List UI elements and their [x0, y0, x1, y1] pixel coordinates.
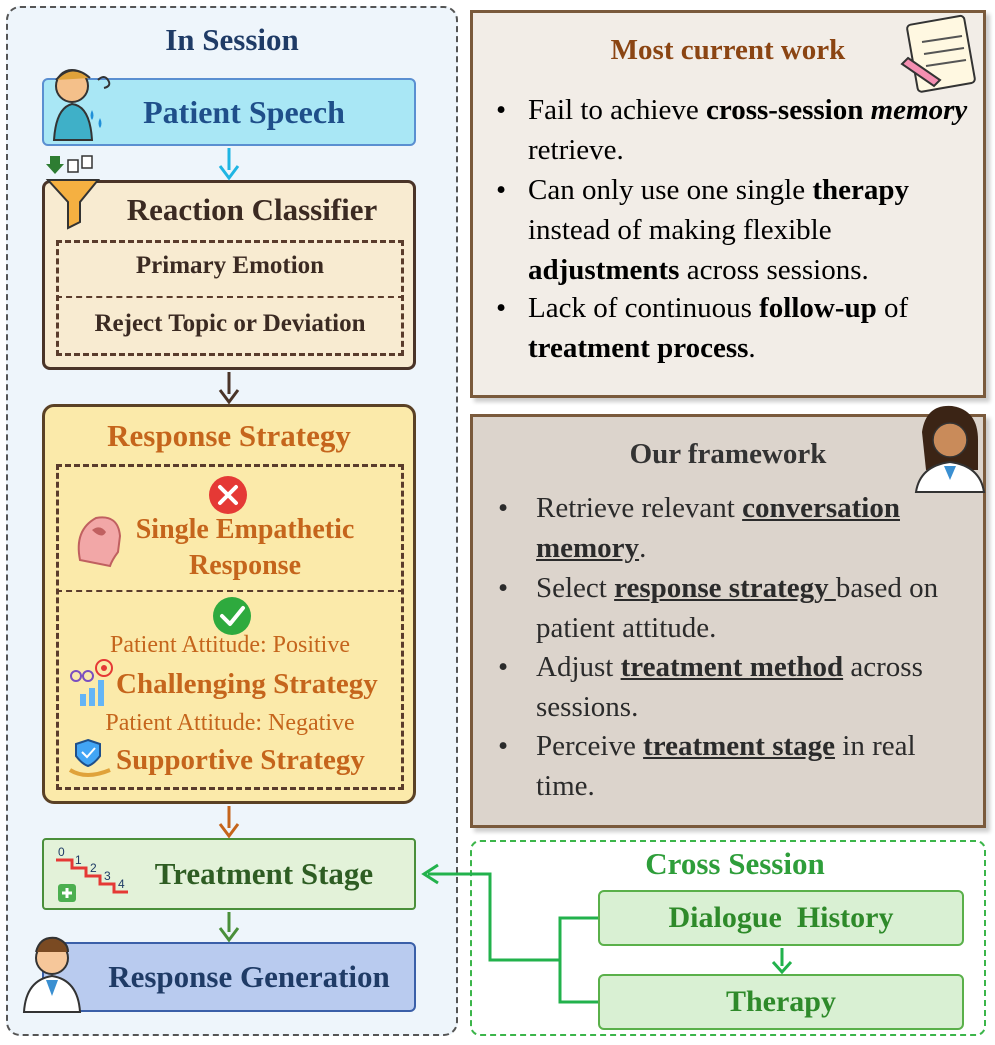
response-strategy-inner	[56, 464, 404, 790]
response-strategy-title: Response Strategy	[107, 418, 351, 453]
reaction-classifier-inner	[56, 240, 404, 356]
shield-hand-icon	[68, 738, 111, 777]
current-work-bullet-3: • Lack of continuous follow-up of treatm…	[496, 292, 909, 364]
treatment-stage-node: Treatment Stage	[42, 838, 416, 910]
reject-x-icon	[209, 476, 247, 514]
our-framework-panel	[470, 414, 986, 828]
supportive-strategy-label: Supportive Strategy	[116, 744, 365, 776]
empathy-head-icon	[77, 516, 122, 568]
therapy-node: Therapy	[598, 974, 964, 1030]
growth-chart-icon	[70, 659, 113, 706]
primary-emotion-label: Primary Emotion	[135, 252, 325, 279]
reaction-classifier-title: Reaction Classifier	[126, 192, 378, 227]
current-work-bullet-1: • Fail to achieve cross-session memory r…	[496, 94, 968, 166]
svg-text:0: 0	[58, 845, 65, 859]
arrow-treatment-to-generation	[218, 912, 240, 943]
most-current-work-panel	[470, 10, 986, 398]
filter-funnel-icon	[45, 155, 101, 230]
framework-bullet-3: • Adjust treatment method across session…	[498, 651, 923, 723]
stairs-steps-icon: 0 1 2 3 4	[56, 845, 128, 902]
svg-text:1: 1	[75, 853, 82, 867]
current-work-bullet-2: • Can only use one single therapy instea…	[496, 174, 909, 286]
cross-session-title: Cross Session	[645, 846, 825, 881]
cross-session-connector	[421, 863, 598, 1004]
reaction-divider	[56, 296, 404, 298]
single-empathetic-label: Single Empathetic Response	[120, 512, 370, 584]
arrow-speech-to-classifier	[218, 148, 240, 181]
strategy-divider	[56, 590, 404, 592]
single-empathetic-line2: Response	[188, 550, 301, 581]
single-empathetic-line1: Single Empathetic	[135, 514, 355, 545]
attitude-negative-label: Patient Attitude: Negative	[105, 710, 355, 736]
arrow-strategy-to-treatment	[218, 806, 240, 839]
our-framework-title: Our framework	[629, 438, 827, 470]
svg-text:3: 3	[104, 869, 111, 883]
most-current-work-title: Most current work	[610, 34, 846, 66]
patient-speech-node: Patient Speech	[42, 78, 416, 146]
arrow-classifier-to-strategy	[218, 372, 240, 405]
reject-topic-label: Reject Topic or Deviation	[94, 310, 366, 337]
attitude-positive-label: Patient Attitude: Positive	[110, 632, 350, 658]
dialogue-history-node: Dialogue History	[598, 890, 964, 946]
svg-text:4: 4	[118, 877, 125, 891]
in-session-title: In Session	[165, 22, 299, 57]
check-icon	[213, 597, 251, 635]
patient-stressed-icon	[52, 69, 111, 141]
svg-text:2: 2	[90, 861, 97, 875]
notepad-pencil-icon	[900, 14, 976, 93]
framework-bullet-1: • Retrieve relevant conversation memory.	[498, 492, 900, 564]
arrow-dialogue-to-therapy	[771, 948, 793, 975]
reaction-classifier-node	[42, 180, 416, 370]
framework-bullet-4: • Perceive treatment stage in real time.	[498, 730, 916, 802]
challenging-strategy-label: Challenging Strategy	[116, 668, 378, 700]
doctor-female-icon	[914, 405, 986, 493]
framework-bullet-2: • Select response strategy based on pati…	[498, 572, 939, 644]
response-generation-node: Response Generation	[42, 942, 416, 1012]
doctor-male-icon	[22, 936, 82, 1013]
